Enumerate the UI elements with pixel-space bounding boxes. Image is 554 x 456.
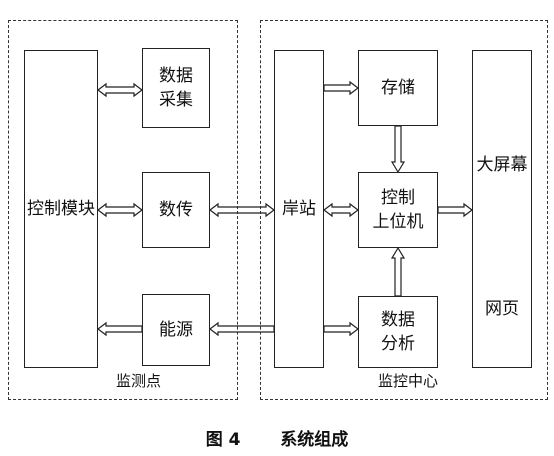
monitor-point-label: 监测点 xyxy=(116,372,162,390)
arrow-shore-controlhost xyxy=(323,202,359,218)
big-screen-web-box: 大屏幕 网页 xyxy=(472,50,532,368)
power-label: 能源 xyxy=(159,320,193,340)
arrow-controlhost-screen xyxy=(437,202,473,218)
storage-box: 存储 xyxy=(358,50,438,126)
arrow-datatransfer-shore xyxy=(209,202,275,218)
arrow-shore-power xyxy=(209,321,275,337)
figure-number: 图 4 xyxy=(205,430,241,450)
control-host-label-2: 上位机 xyxy=(372,212,424,232)
storage-label: 存储 xyxy=(381,78,415,98)
data-collect-label-1: 数据 xyxy=(159,66,193,86)
data-collect-label-2: 采集 xyxy=(159,90,193,110)
control-module-box: 控制模块 xyxy=(24,50,98,368)
monitor-point-region xyxy=(8,20,238,400)
arrow-shore-analysis xyxy=(323,321,359,337)
data-analysis-label-2: 分析 xyxy=(381,334,415,354)
shore-station-box: 岸站 xyxy=(274,50,324,368)
shore-station-label: 岸站 xyxy=(282,199,316,219)
data-analysis-label-1: 数据 xyxy=(381,310,415,330)
figure-title: 系统组成 xyxy=(280,430,349,450)
figure-caption: 图 4 系统组成 xyxy=(0,425,554,450)
data-collect-box: 数据 采集 xyxy=(142,48,210,128)
web-page-label: 网页 xyxy=(485,299,519,319)
control-module-label: 控制模块 xyxy=(27,199,95,219)
monitor-center-region xyxy=(260,20,548,400)
big-screen-label: 大屏幕 xyxy=(476,155,528,175)
power-box: 能源 xyxy=(142,294,210,366)
arrow-storage-controlhost xyxy=(390,125,406,174)
arrow-control-datatransfer xyxy=(97,202,143,218)
data-transfer-label: 数传 xyxy=(159,200,193,220)
arrow-analysis-controlhost xyxy=(390,246,406,297)
arrow-control-datacollect xyxy=(97,82,143,98)
control-host-label-1: 控制 xyxy=(381,188,415,208)
data-analysis-box: 数据 分析 xyxy=(358,296,438,368)
arrow-shore-storage xyxy=(323,80,359,96)
monitor-center-label: 监控中心 xyxy=(378,372,439,390)
arrow-power-control xyxy=(97,321,143,337)
